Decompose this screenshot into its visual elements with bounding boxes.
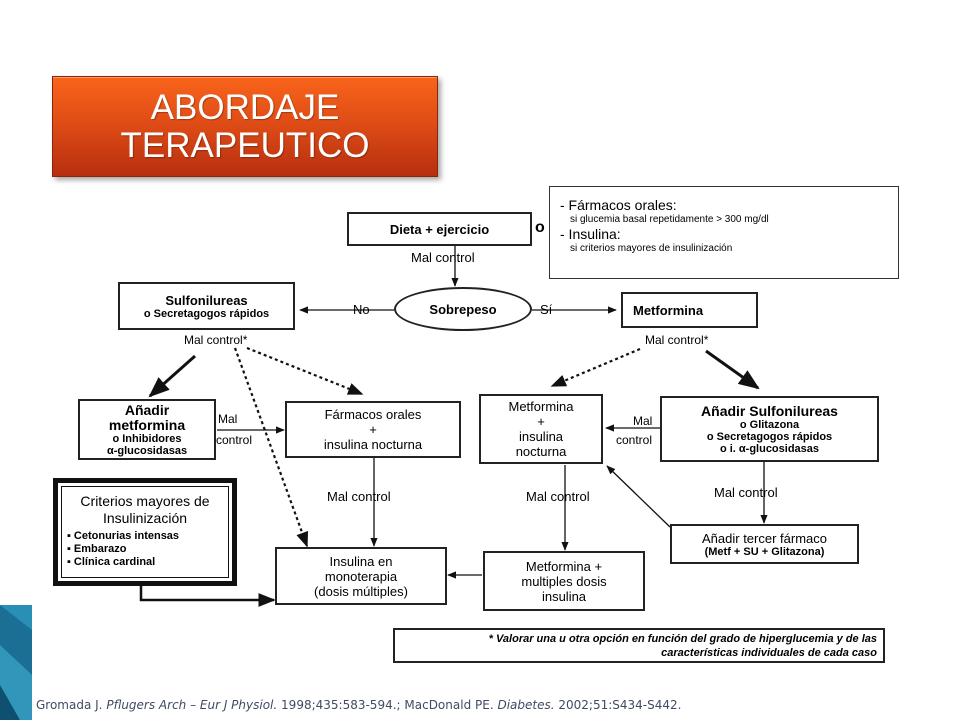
criteria-list: Cetonurias intensas Embarazo Clínica car… [67, 530, 223, 569]
node-third-1: Añadir tercer fármaco [702, 530, 827, 546]
criteria-heading-2: Insulinización [102, 510, 188, 526]
node-add-sulfo-1: Añadir Sulfonilureas [701, 402, 838, 419]
label-mal-control-mid-left: Mal control [327, 489, 391, 504]
label-mal-control-lower-right: Mal control [714, 485, 778, 500]
citation-author-1: Gromada J. [36, 698, 103, 712]
node-met-night-1: Metformina [508, 399, 574, 414]
node-met-night-3: insulina [518, 429, 564, 444]
label-mal-control-top: Mal control [411, 250, 475, 265]
node-oral-night-1: Fármacos orales [324, 407, 422, 422]
node-add-met-1: Añadir [124, 401, 170, 418]
decorative-sidebar [0, 605, 32, 720]
node-met-multi-2: multiples dosis [521, 573, 607, 589]
label-control-2: control [616, 433, 653, 447]
node-met-multi-1: Metformina + [525, 558, 603, 574]
footnote-line-2: características individuales de cada cas… [661, 647, 877, 659]
label-mal-control-mid-right: Mal control [526, 489, 590, 504]
arrow-to-oral-night [246, 346, 364, 396]
arrow-to-met-night-dotted [550, 347, 641, 388]
citation-journal-1: Pflugers Arch – Eur J Physiol. [106, 698, 278, 712]
node-add-met-3: o Inhibidores [112, 432, 182, 445]
node-mono-3: (dosis múltiples) [314, 583, 408, 599]
node-sulfonilureas-sub: o Secretagogos rápidos [143, 307, 270, 320]
arrow-third-to-met-night [606, 465, 671, 528]
node-oral-night-2: + [369, 422, 377, 437]
criteria-item: Clínica cardinal [67, 556, 223, 569]
label-control-1: control [216, 433, 253, 447]
node-add-met-4: α-glucosidasas [106, 444, 188, 457]
node-met-night-4: nocturna [515, 444, 567, 459]
node-third-drug: Añadir tercer fármaco (Metf + SU + Glita… [670, 524, 859, 564]
node-insulin-monotherapy: Insulina en monoterapia (dosis múltiples… [275, 547, 447, 605]
node-mono-1: Insulina en [329, 553, 393, 569]
criteria-heading-1: Criterios mayores de [80, 493, 210, 509]
footnote-line-1: * Valorar una u otra opción en función d… [488, 633, 877, 645]
node-metformina-label: Metformina [633, 302, 704, 318]
label-mal-control-right: Mal control* [645, 333, 709, 347]
node-add-metformina: Añadir metformina o Inhibidores α-glucos… [78, 399, 216, 460]
footnote-box: * Valorar una u otra opción en función d… [393, 628, 885, 663]
arrow-to-add-metformina [148, 354, 196, 398]
node-met-multi-3: insulina [541, 588, 587, 604]
info-oral-condition: si glucemia basal repetidamente > 300 mg… [570, 214, 769, 225]
title-banner: ABORDAJE TERAPEUTICO [52, 76, 438, 177]
node-met-night-2: + [537, 414, 545, 429]
info-oral-label: - Fármacos orales: [560, 197, 677, 213]
label-si: Sí [540, 302, 553, 317]
node-oral-plus-night-insulin: Fármacos orales + insulina nocturna [285, 401, 461, 458]
node-metformina-multi-insulin: Metformina + multiples dosis insulina [483, 551, 645, 611]
node-third-2: (Metf + SU + Glitazona) [704, 545, 825, 558]
node-sulfonilureas: Sulfonilureas o Secretagogos rápidos [118, 282, 295, 330]
node-add-sulfo-2: o Glitazona [739, 418, 800, 431]
criteria-item: Cetonurias intensas [67, 530, 223, 543]
node-add-sulfo-3: o Secretagogos rápidos [706, 430, 833, 443]
citation-ref-1: 1998;435:583-594.; MacDonald PE. [281, 698, 494, 712]
arrow-criteria-to-monotherapy [139, 586, 276, 607]
node-add-sulfo-4: o i. α-glucosidasas [719, 442, 820, 455]
node-add-met-2: metformina [108, 416, 186, 433]
criteria-item: Embarazo [67, 543, 223, 556]
info-box: - Fármacos orales: si glucemia basal rep… [549, 186, 899, 279]
node-add-sulfonilureas: Añadir Sulfonilureas o Glitazona o Secre… [660, 396, 879, 462]
title-line-1: ABORDAJE [150, 87, 340, 127]
label-no: No [353, 302, 370, 317]
label-mal-control-left: Mal control* [184, 333, 248, 347]
title-line-2: TERAPEUTICO [120, 125, 370, 165]
citation-journal-2: Diabetes. [497, 698, 555, 712]
node-diet-label: Dieta + ejercicio [389, 221, 490, 237]
node-metformina-night-insulin: Metformina + insulina nocturna [479, 394, 603, 464]
node-diet-suffix: o [535, 219, 545, 236]
label-mal-1: Mal [218, 412, 238, 426]
label-mal-2: Mal [633, 414, 653, 428]
citation-ref-2: 2002;51:S434-S442. [558, 698, 682, 712]
info-insulin-condition: si criterios mayores de insulinización [570, 243, 733, 254]
node-sulfonilureas-title: Sulfonilureas [165, 292, 248, 308]
node-diet-exercise: Dieta + ejercicio [347, 212, 532, 246]
node-mono-2: monoterapia [324, 568, 398, 584]
node-sobrepeso: Sobrepeso [394, 287, 532, 331]
arrow-to-monotherapy-dotted [233, 347, 309, 548]
node-oral-night-3: insulina nocturna [323, 437, 423, 452]
citation: Gromada J. Pflugers Arch – Eur J Physiol… [36, 698, 681, 712]
criteria-box: Criterios mayores de Insulinización Ceto… [53, 478, 237, 586]
arrow-to-add-sulfo [705, 349, 760, 390]
info-insulin-label: - Insulina: [560, 226, 621, 242]
node-metformina: Metformina [621, 292, 758, 328]
